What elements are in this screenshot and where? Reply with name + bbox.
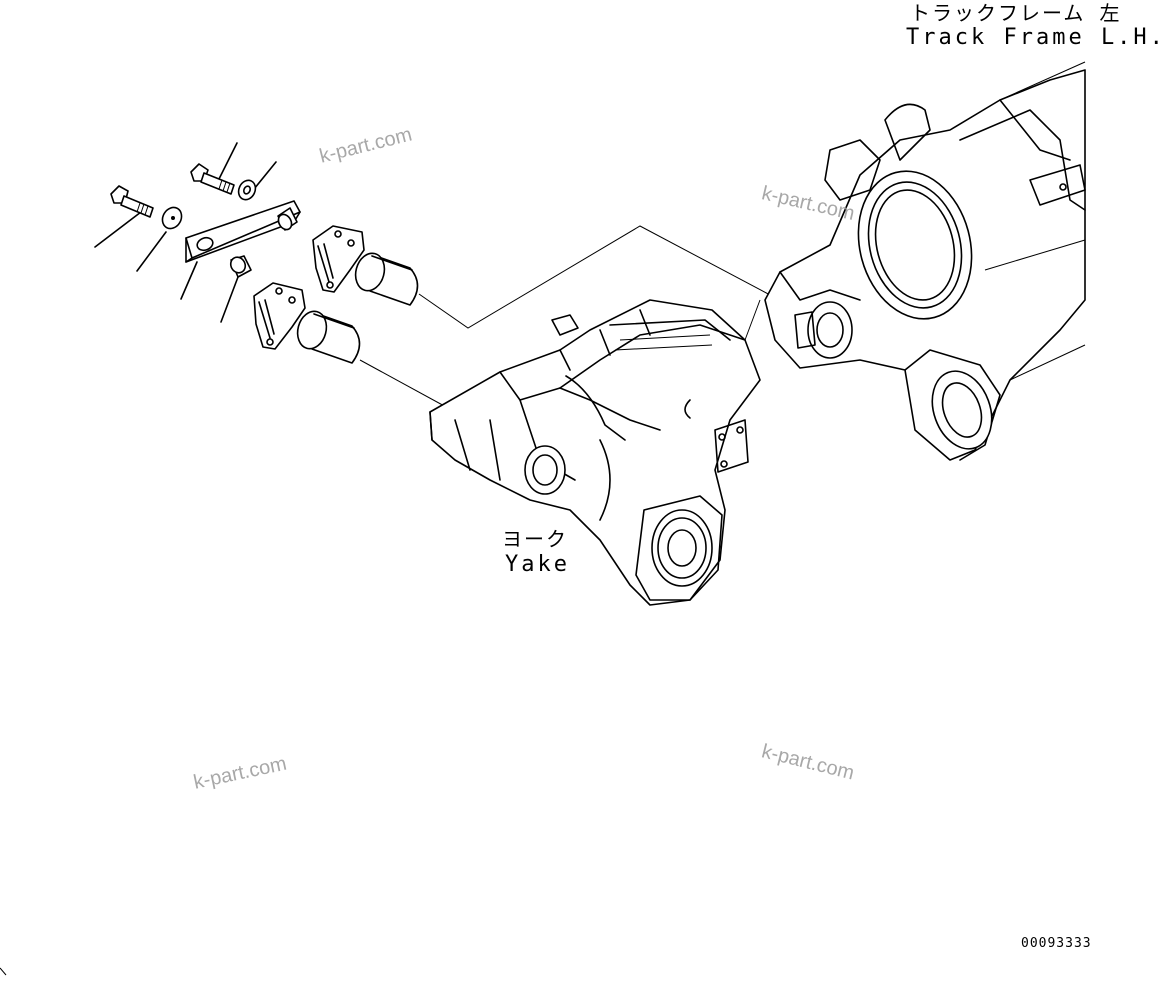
leader-line-bolt-lower	[94, 211, 142, 248]
track-frame	[764, 61, 1086, 461]
rubber-mount-upper	[354, 252, 419, 306]
yoke-label-en: Yake	[505, 552, 570, 577]
leader-line-bushing	[220, 276, 239, 323]
yoke	[429, 299, 761, 606]
track-frame-label-jp: トラックフレーム 左	[910, 1, 1122, 25]
bolt-upper	[190, 163, 235, 195]
drawing-number: 00093333	[1021, 936, 1092, 951]
leader-line-bolt-upper	[217, 142, 238, 182]
assembly-lines	[359, 225, 773, 409]
spacer-upper	[277, 207, 298, 231]
washer-lower	[161, 206, 183, 230]
washer-upper	[237, 179, 257, 201]
yoke-label-jp: ヨーク	[502, 527, 568, 551]
retainer-cap-upper	[312, 225, 365, 293]
retainer-cap-lower	[253, 282, 306, 350]
callout-leader-lines	[94, 142, 277, 323]
corner-mark	[0, 967, 7, 976]
bolt-lower	[110, 185, 154, 218]
leader-line-plate	[180, 261, 198, 300]
leader-line-washer-lower	[136, 231, 167, 272]
track-frame-label-en: Track Frame L.H.	[906, 25, 1163, 50]
lock-plate	[185, 200, 301, 263]
bushing	[229, 255, 252, 278]
frame-to-yoke-line	[744, 299, 761, 341]
rubber-mount-lower	[296, 310, 361, 364]
